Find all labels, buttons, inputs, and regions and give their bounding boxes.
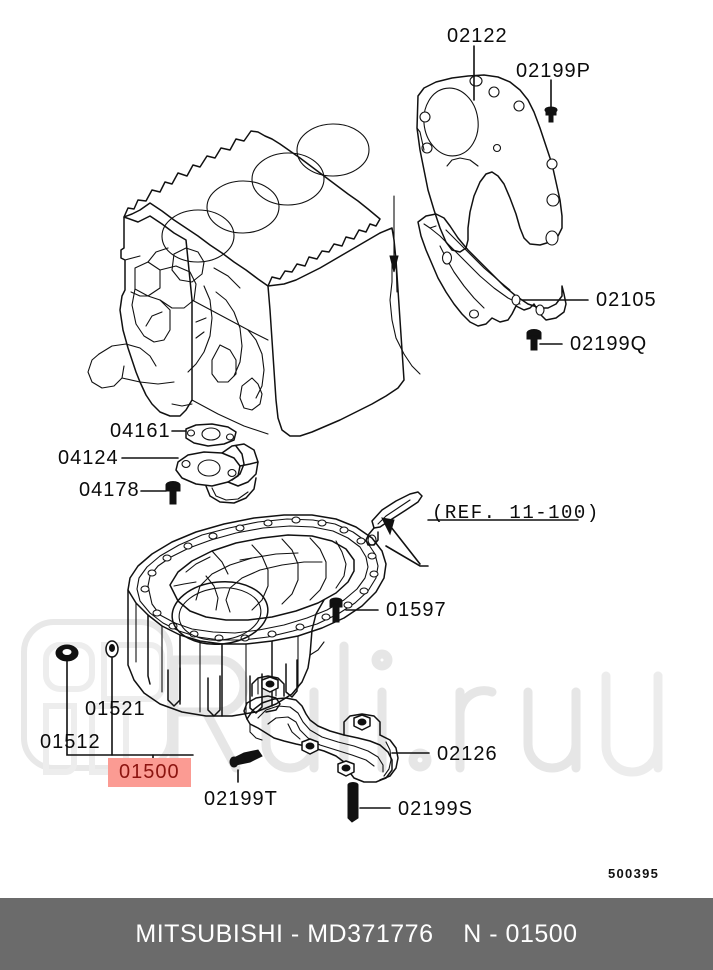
leader-lines	[121, 45, 589, 809]
part-02199p-bolt	[544, 106, 558, 123]
callout-02199p: 02199P	[516, 60, 591, 82]
footer-bar: MITSUBISHI - MD371776 N - 01500	[0, 898, 713, 970]
callout-04178: 04178	[79, 479, 140, 501]
part-04124-oil-pump	[175, 443, 259, 504]
part-02199t-bolt	[229, 749, 263, 768]
part-02199q-bolt	[526, 329, 542, 351]
part-01597-bolt	[329, 597, 343, 623]
callout-ref-11-100: (REF. 11-100)	[432, 502, 600, 524]
callout-02199s: 02199S	[398, 798, 473, 820]
part-01500-oil-pan	[127, 514, 387, 717]
callout-04124: 04124	[58, 447, 119, 469]
callout-01512: 01512	[40, 731, 101, 753]
callout-01521: 01521	[85, 698, 146, 720]
callout-02199q: 02199Q	[570, 333, 648, 355]
callout-02199t: 02199T	[204, 788, 278, 810]
callout-01500-highlighted: 01500	[108, 758, 191, 787]
watermark-ruli-ru	[21, 619, 663, 777]
footer-part-label: MITSUBISHI - MD371776 N - 01500	[135, 919, 578, 948]
part-02199s-bolt	[347, 782, 359, 823]
part-01521-gasket	[105, 640, 119, 658]
callout-02122: 02122	[447, 25, 508, 47]
part-01512-drain-plug	[55, 644, 79, 662]
part-02105-lower-cover	[417, 213, 567, 327]
part-04178-bolt	[165, 481, 181, 505]
callout-01597: 01597	[386, 599, 447, 621]
callout-04161: 04161	[110, 420, 171, 442]
part-04161-gasket	[185, 423, 237, 447]
dipstick-ref-illustration	[365, 491, 579, 567]
callout-02126: 02126	[437, 743, 498, 765]
part-02122-rear-cover	[416, 74, 563, 253]
diagram-code: 500395	[608, 866, 660, 881]
engine-block-illustration	[87, 123, 421, 437]
part-02126-bearing-beam	[243, 675, 399, 783]
callout-02105: 02105	[596, 289, 657, 311]
